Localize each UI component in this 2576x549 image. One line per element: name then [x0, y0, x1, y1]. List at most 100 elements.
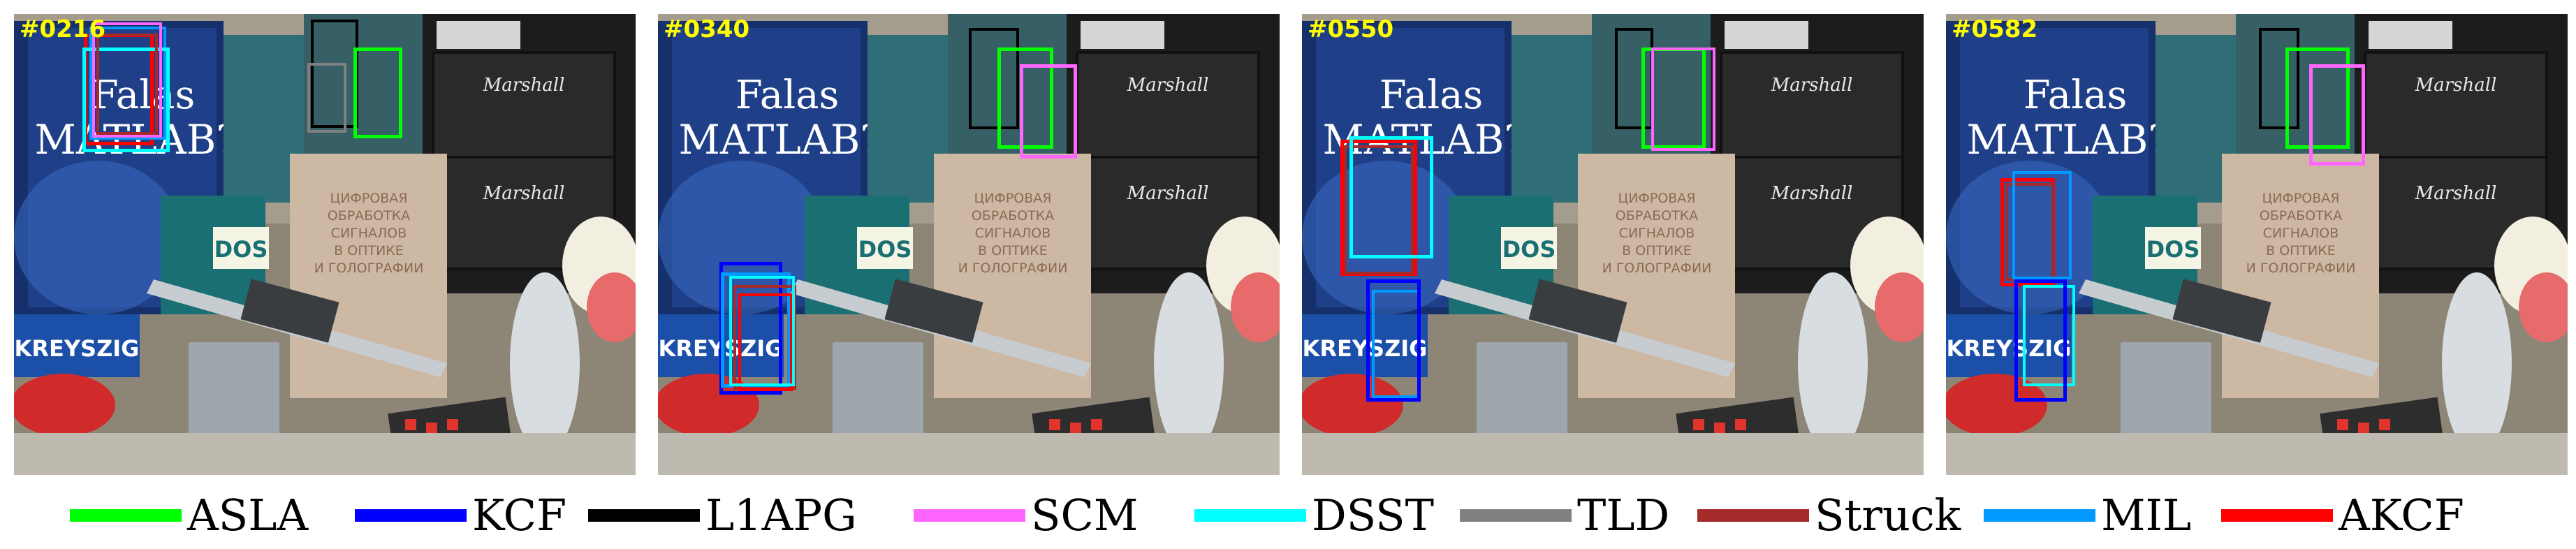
amp-logo: Marshall — [1771, 75, 1853, 96]
svg-text:И ГОЛОГРАФИИ: И ГОЛОГРАФИИ — [2246, 261, 2356, 276]
tracker-legend: ASLA KCF L1APG SCM DSST TLD Struck MIL AKCF — [0, 482, 2576, 549]
svg-text:DOS: DOS — [214, 236, 268, 263]
svg-text:DOS: DOS — [1502, 236, 1556, 263]
book-title-matlab: MATLAB? — [35, 116, 238, 163]
bbox-scm — [1651, 47, 1715, 151]
book-title-falas: Falas — [1380, 73, 1483, 118]
legend-swatch-asla — [70, 509, 182, 522]
bbox-asla — [353, 47, 402, 138]
book-title-matlab: MATLAB? — [679, 116, 882, 163]
frame-1: Falas MATLAB? Marshall Marshall ЦИФРОВАЯ… — [14, 14, 636, 475]
frame-number: #0216 — [20, 15, 106, 43]
svg-text:СИГНАЛОВ: СИГНАЛОВ — [1619, 226, 1695, 241]
bbox-kcf — [1366, 279, 1421, 402]
svg-text:В ОПТИКЕ: В ОПТИКЕ — [2266, 243, 2336, 258]
legend-label-scm: SCM — [1031, 490, 1139, 541]
amp-logo: Marshall — [2415, 75, 2497, 96]
frame-number: #0550 — [1308, 15, 1394, 43]
tracking-frames: Falas MATLAB? Marshall Marshall ЦИФРОВАЯ… — [14, 14, 2568, 475]
svg-text:ЦИФРОВАЯ: ЦИФРОВАЯ — [974, 191, 1052, 206]
svg-text:KREYSZIG: KREYSZIG — [1947, 335, 2072, 362]
legend-item-tld: TLD — [1460, 482, 1669, 549]
frame-3: Falas MATLAB? Marshall Marshall ЦИФРОВАЯ… — [1302, 14, 1924, 475]
svg-text:И ГОЛОГРАФИИ: И ГОЛОГРАФИИ — [958, 261, 1068, 276]
svg-text:И ГОЛОГРАФИИ: И ГОЛОГРАФИИ — [1602, 261, 1712, 276]
svg-text:ОБРАБОТКА: ОБРАБОТКА — [1616, 208, 1699, 224]
legend-swatch-kcf — [355, 509, 467, 522]
svg-text:СИГНАЛОВ: СИГНАЛОВ — [331, 226, 407, 241]
legend-item-mil: MIL — [1984, 482, 2191, 549]
legend-item-l1apg: L1APG — [588, 482, 857, 549]
bbox-dsst — [82, 47, 170, 152]
frame-4: Falas MATLAB? Marshall Marshall ЦИФРОВАЯ… — [1946, 14, 2568, 475]
svg-text:KREYSZIG: KREYSZIG — [1303, 335, 1428, 362]
legend-swatch-l1apg — [588, 509, 700, 522]
bbox-dsst — [1349, 136, 1433, 258]
bbox-scm — [92, 22, 162, 138]
svg-text:ЦИФРОВАЯ: ЦИФРОВАЯ — [330, 191, 408, 206]
svg-text:В ОПТИКЕ: В ОПТИКЕ — [334, 243, 404, 258]
amp-logo: Marshall — [483, 183, 565, 204]
amp-logo: Marshall — [2415, 183, 2497, 204]
svg-text:В ОПТИКЕ: В ОПТИКЕ — [978, 243, 1048, 258]
bbox-dsst — [2023, 285, 2075, 386]
bbox-scm — [2309, 64, 2365, 166]
bbox-asla — [997, 47, 1053, 149]
legend-swatch-tld — [1460, 509, 1572, 522]
legend-swatch-dsst — [1194, 509, 1306, 522]
legend-label-asla: ASLA — [187, 490, 309, 541]
svg-text:ОБРАБОТКА: ОБРАБОТКА — [2260, 208, 2343, 224]
svg-text:DOS: DOS — [2146, 236, 2200, 263]
book-title-falas: Falas — [2024, 73, 2127, 118]
legend-swatch-struck — [1697, 509, 1809, 522]
book-title-matlab: MATLAB? — [1967, 116, 2170, 163]
svg-text:ОБРАБОТКА: ОБРАБОТКА — [328, 208, 411, 224]
bbox-kcf — [2014, 279, 2067, 402]
frame-2: Falas MATLAB? Marshall Marshall ЦИФРОВАЯ… — [658, 14, 1280, 475]
legend-item-kcf: KCF — [355, 482, 566, 549]
svg-text:DOS: DOS — [858, 236, 912, 263]
legend-label-struck: Struck — [1815, 490, 1961, 541]
bbox-scm — [1020, 64, 1077, 159]
book-title-falas: Falas — [92, 73, 195, 118]
legend-label-mil: MIL — [2101, 490, 2192, 541]
legend-label-akcf: AKCF — [2339, 490, 2464, 541]
svg-text:СИГНАЛОВ: СИГНАЛОВ — [975, 226, 1051, 241]
bbox-mil — [2012, 171, 2072, 279]
legend-swatch-scm — [914, 509, 1025, 522]
legend-item-asla: ASLA — [70, 482, 308, 549]
legend-label-kcf: KCF — [472, 490, 567, 541]
frame-number: #0582 — [1952, 15, 2038, 43]
legend-item-dsst: DSST — [1194, 482, 1434, 549]
amp-logo: Marshall — [1771, 183, 1853, 204]
amp-logo: Marshall — [1127, 75, 1209, 96]
frame-number: #0340 — [664, 15, 750, 43]
bbox-dsst — [729, 276, 795, 386]
legend-item-struck: Struck — [1697, 482, 1961, 549]
svg-text:ЦИФРОВАЯ: ЦИФРОВАЯ — [1618, 191, 1696, 206]
bbox-akcf — [738, 293, 793, 391]
svg-text:И ГОЛОГРАФИИ: И ГОЛОГРАФИИ — [314, 261, 424, 276]
bbox-struck — [1344, 145, 1414, 274]
bbox-mil — [89, 27, 166, 140]
legend-swatch-mil — [1984, 509, 2095, 522]
svg-text:В ОПТИКЕ: В ОПТИКЕ — [1622, 243, 1692, 258]
legend-label-l1apg: L1APG — [705, 490, 857, 541]
legend-label-tld: TLD — [1577, 490, 1670, 541]
bbox-struck — [96, 34, 158, 135]
legend-swatch-akcf — [2221, 509, 2333, 522]
legend-item-akcf: AKCF — [2221, 482, 2464, 549]
bbox-l1apg — [2259, 28, 2299, 129]
amp-logo: Marshall — [1127, 183, 1209, 204]
svg-text:СИГНАЛОВ: СИГНАЛОВ — [2263, 226, 2339, 241]
svg-text:KREYSZIG: KREYSZIG — [15, 335, 140, 362]
legend-item-scm: SCM — [914, 482, 1138, 549]
bbox-asla — [2285, 47, 2350, 149]
svg-text:ОБРАБОТКА: ОБРАБОТКА — [972, 208, 1055, 224]
bbox-l1apg — [311, 20, 358, 128]
bbox-l1apg — [969, 28, 1019, 129]
svg-text:ЦИФРОВАЯ: ЦИФРОВАЯ — [2262, 191, 2340, 206]
amp-logo: Marshall — [483, 75, 565, 96]
book-title-falas: Falas — [736, 73, 839, 118]
bbox-tld — [307, 63, 346, 133]
